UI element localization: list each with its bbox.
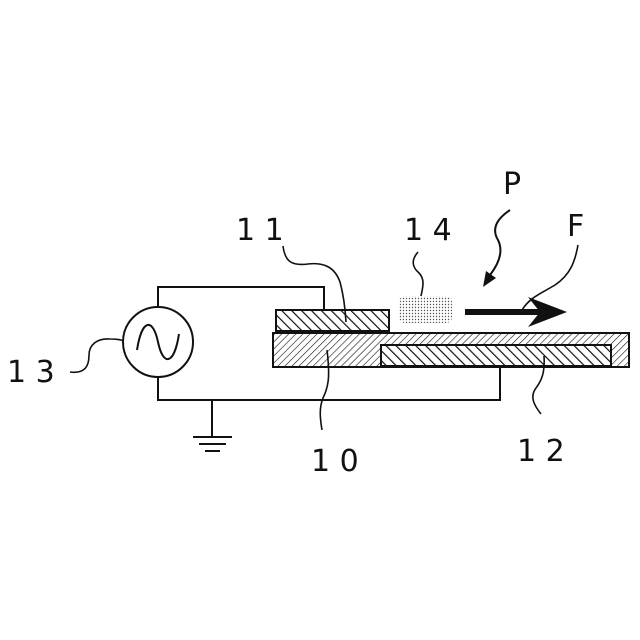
ground-icon bbox=[193, 400, 232, 451]
leader-13 bbox=[70, 339, 123, 372]
arrow-p-icon bbox=[483, 210, 510, 287]
arrow-f-icon bbox=[465, 297, 567, 327]
label-electrode-upper: 1 1 bbox=[236, 213, 284, 248]
particle-14 bbox=[399, 296, 452, 323]
label-arrow-f: F bbox=[567, 209, 584, 244]
label-particle: 1 4 bbox=[404, 213, 452, 248]
label-arrow-p: P bbox=[503, 167, 521, 202]
leader-f bbox=[522, 245, 578, 310]
label-electrode-lower: 1 2 bbox=[517, 434, 565, 469]
electrode-12 bbox=[381, 345, 611, 366]
leader-14 bbox=[413, 252, 423, 296]
label-substrate: 1 0 bbox=[311, 444, 359, 479]
top-wire bbox=[158, 287, 324, 310]
label-ac-source: 1 3 bbox=[7, 355, 55, 390]
electrode-11 bbox=[276, 310, 389, 331]
ac-source-icon bbox=[123, 307, 193, 377]
